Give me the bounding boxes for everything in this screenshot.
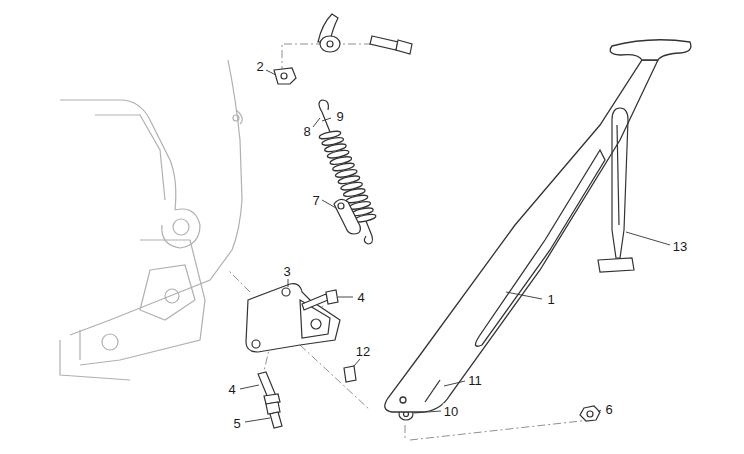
- spring: [319, 100, 377, 244]
- bracket: [274, 68, 296, 84]
- callout-number: 7: [311, 193, 320, 208]
- callout-number: 6: [604, 402, 613, 417]
- callout-number: 3: [282, 264, 291, 279]
- callout-number: 5: [232, 416, 241, 431]
- callout-number: 10: [443, 404, 459, 419]
- callout-number: 2: [255, 59, 264, 74]
- callout-number: 1: [546, 292, 555, 307]
- stand-outline: [598, 108, 634, 272]
- leader-lines: [240, 70, 670, 422]
- callout-number: 12: [355, 344, 371, 359]
- callout-number: 4: [227, 382, 236, 397]
- mount-plate: [246, 284, 340, 352]
- callout-number: 11: [467, 373, 483, 388]
- frame-outline: [60, 60, 242, 380]
- side-stand: [385, 40, 691, 412]
- callout-number: 4: [356, 290, 365, 305]
- top-mount: [318, 14, 412, 54]
- callout-number: 13: [672, 239, 688, 254]
- callout-number: 8: [302, 124, 311, 139]
- callout-number: 9: [335, 109, 344, 124]
- link-plate: [334, 199, 360, 234]
